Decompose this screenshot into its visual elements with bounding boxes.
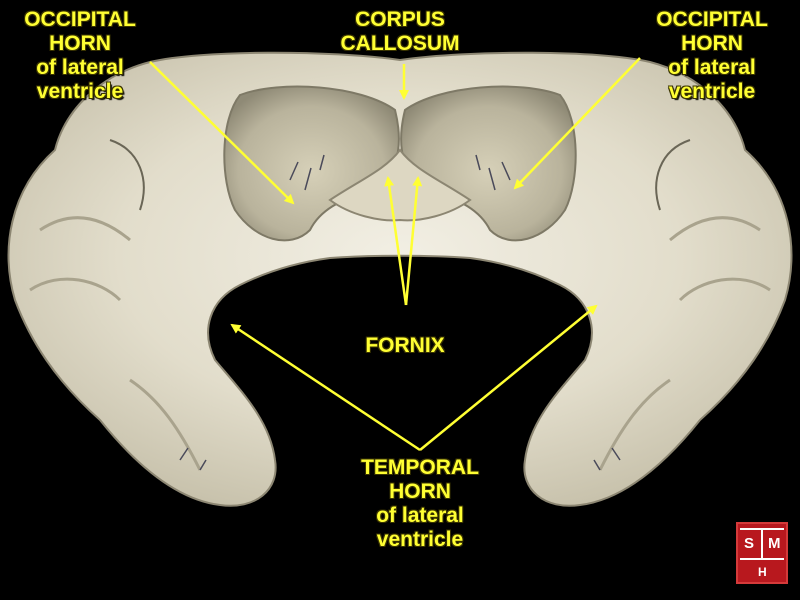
label-temporal-horn: TEMPORAL HORN of lateral ventricle (361, 456, 479, 551)
logo-letter-m: M (768, 535, 781, 552)
smh-logo: S M H (736, 522, 788, 584)
label-fornix: FORNIX (365, 334, 445, 357)
arrow-occipital-left (149, 61, 295, 205)
arrow-temporal-right (419, 304, 598, 451)
fornix-structure (328, 148, 472, 222)
label-occipital-horn-left: OCCIPITAL HORN of lateral ventricle (24, 8, 136, 103)
label-occipital-horn-right: OCCIPITAL HORN of lateral ventricle (656, 8, 768, 103)
label-corpus-callosum: CORPUS CALLOSUM (340, 8, 460, 55)
logo-letter-h: H (758, 565, 767, 579)
right-ventricle-cavity (400, 85, 577, 242)
arrow-temporal-left (230, 323, 421, 452)
arrow-occipital-right (513, 57, 641, 190)
logo-letter-s: S (744, 535, 755, 552)
annotation-arrows (149, 57, 641, 452)
tissue-outline (7, 51, 793, 507)
left-ventricle-cavity (223, 85, 400, 242)
arrow-fornix-left (384, 176, 408, 306)
arrow-fornix-right (404, 176, 423, 306)
